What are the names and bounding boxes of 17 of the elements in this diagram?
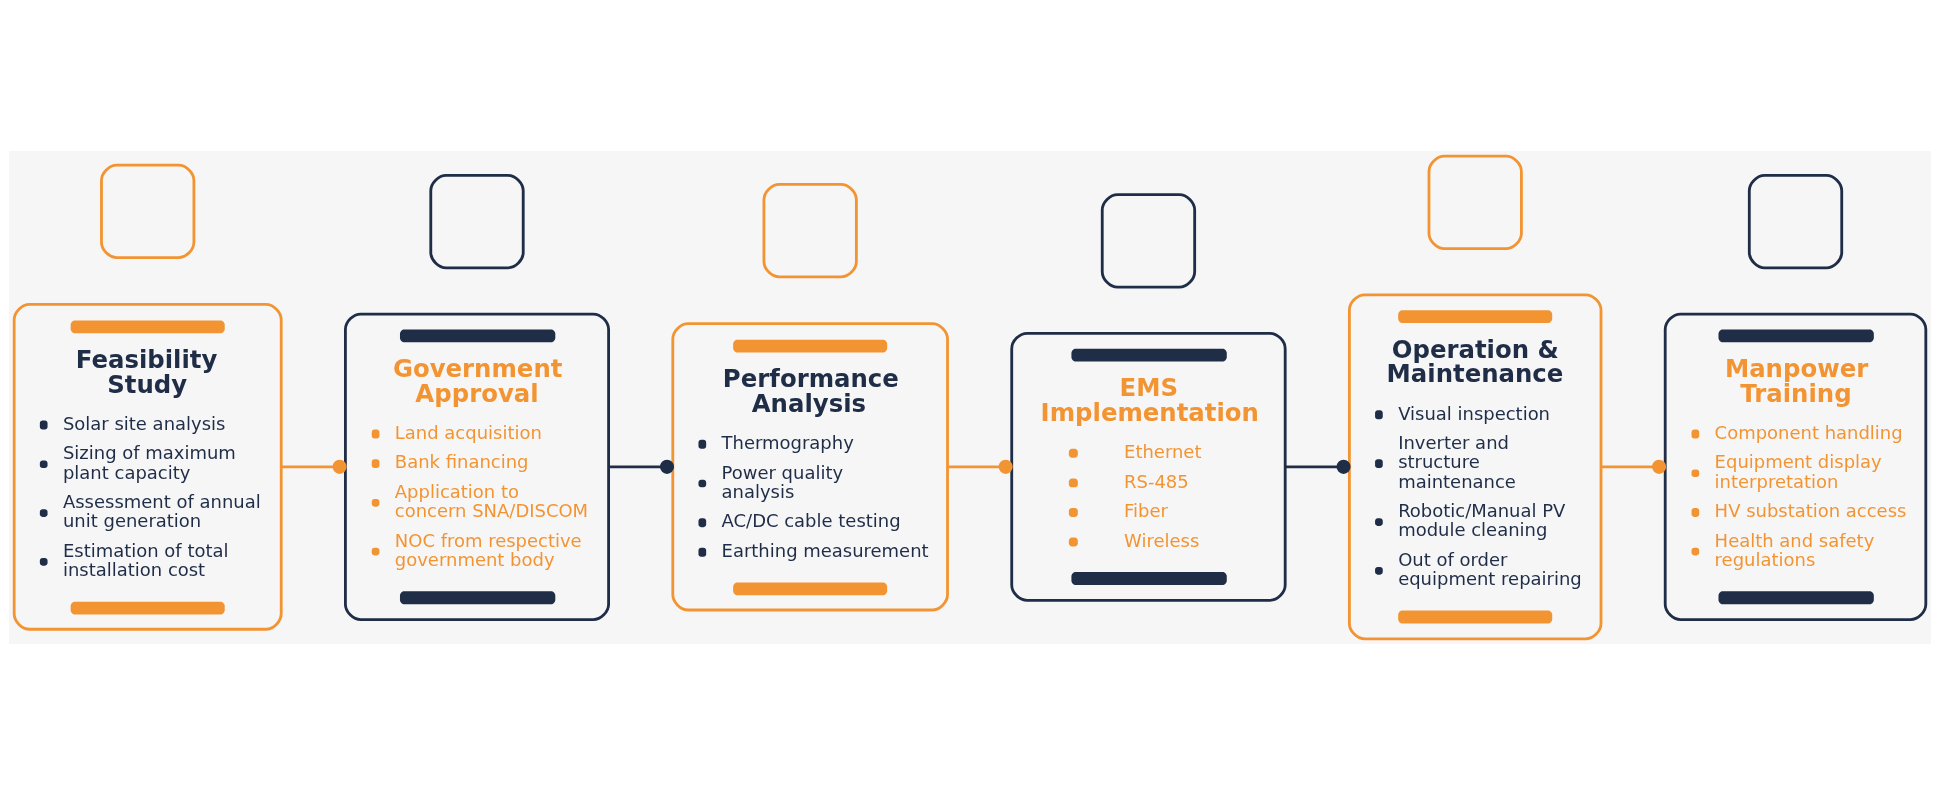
connector xyxy=(948,459,1013,474)
node-box: Feasibility Study Solar site analysis Sizing of maximum plant capacity Assessment of annual unit generation Estimation of total installation cost xyxy=(12,302,283,631)
connector xyxy=(608,459,675,474)
node-box xyxy=(762,182,858,278)
node-box: EMS Implementation Ethernet RS-485 Fiber Wireless xyxy=(1010,331,1287,602)
node-box xyxy=(1427,154,1523,250)
node-box: Performance Analysis Thermography Power quality analysis AC/DC cable testing Earthing measurement xyxy=(671,321,949,611)
node-box xyxy=(1747,173,1844,269)
node-box: Manpower Training Component handling Equipment display interpretation HV substation access Health and safety regulations xyxy=(1663,312,1928,621)
node-box xyxy=(100,163,196,259)
node-box xyxy=(1100,192,1197,288)
node-box xyxy=(429,173,525,269)
connector xyxy=(1601,459,1667,474)
connector xyxy=(1285,459,1351,474)
connector xyxy=(281,459,347,474)
node-box: Government Approval Land acquisition Bank financing Application to concern SNA/DISCOM NOC from respective government body xyxy=(344,312,610,621)
node-box: Operation & Maintenance Visual inspection Inverter and structure maintenance Robotic/Manual PV module cleaning Out of order equipment repairing xyxy=(1347,292,1603,640)
